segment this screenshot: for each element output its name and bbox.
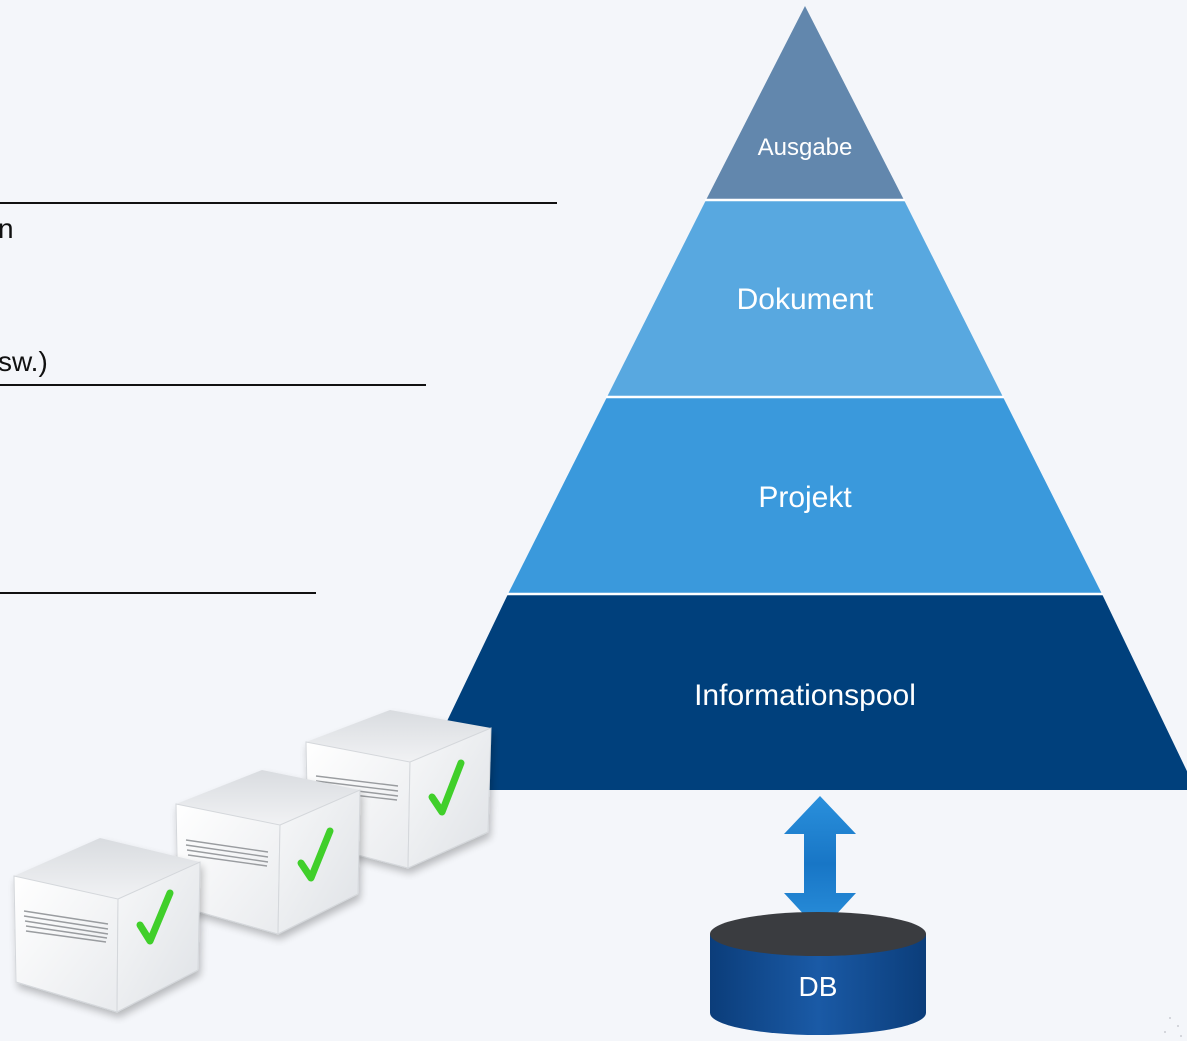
box-label-scribble bbox=[185, 839, 269, 867]
database-label: DB bbox=[799, 971, 838, 1002]
box-inner bbox=[176, 770, 360, 825]
decorative-dots bbox=[1164, 1017, 1182, 1037]
pyramid-layer-ausgabe[interactable] bbox=[706, 6, 904, 200]
text-fragment-1: n bbox=[0, 213, 14, 244]
pyramid-layer-projekt[interactable] bbox=[508, 397, 1102, 594]
pyramid-layer-informationspool[interactable] bbox=[414, 594, 1187, 790]
pyramid-label-projekt: Projekt bbox=[758, 481, 852, 514]
check-icon bbox=[428, 759, 465, 816]
open-box bbox=[175, 770, 361, 935]
pyramid-layer-dokument[interactable] bbox=[607, 200, 1003, 397]
bidirectional-arrow bbox=[784, 796, 856, 932]
pyramid: Ausgabe Dokument Projekt Informationspoo… bbox=[414, 6, 1187, 790]
arrow-shape bbox=[784, 796, 856, 932]
box-side-face bbox=[116, 861, 201, 1013]
checked-boxes bbox=[13, 710, 492, 1013]
check-icon bbox=[297, 827, 334, 882]
open-box bbox=[13, 838, 201, 1013]
database-cylinder[interactable]: DB bbox=[710, 912, 926, 1035]
pyramid-label-dokument: Dokument bbox=[737, 283, 874, 316]
database-body bbox=[710, 934, 926, 1035]
box-inner bbox=[14, 838, 200, 899]
pyramid-label-informationspool: Informationspool bbox=[694, 679, 916, 712]
box-label-scribble bbox=[23, 910, 109, 943]
box-inner bbox=[306, 710, 491, 762]
box-front-face bbox=[13, 875, 119, 1013]
text-fragment-2: sw.) bbox=[0, 346, 48, 377]
pyramid-label-ausgabe: Ausgabe bbox=[758, 134, 853, 161]
check-icon bbox=[136, 889, 174, 945]
left-text-panel: n sw.) bbox=[0, 202, 557, 594]
database-top bbox=[710, 912, 926, 956]
